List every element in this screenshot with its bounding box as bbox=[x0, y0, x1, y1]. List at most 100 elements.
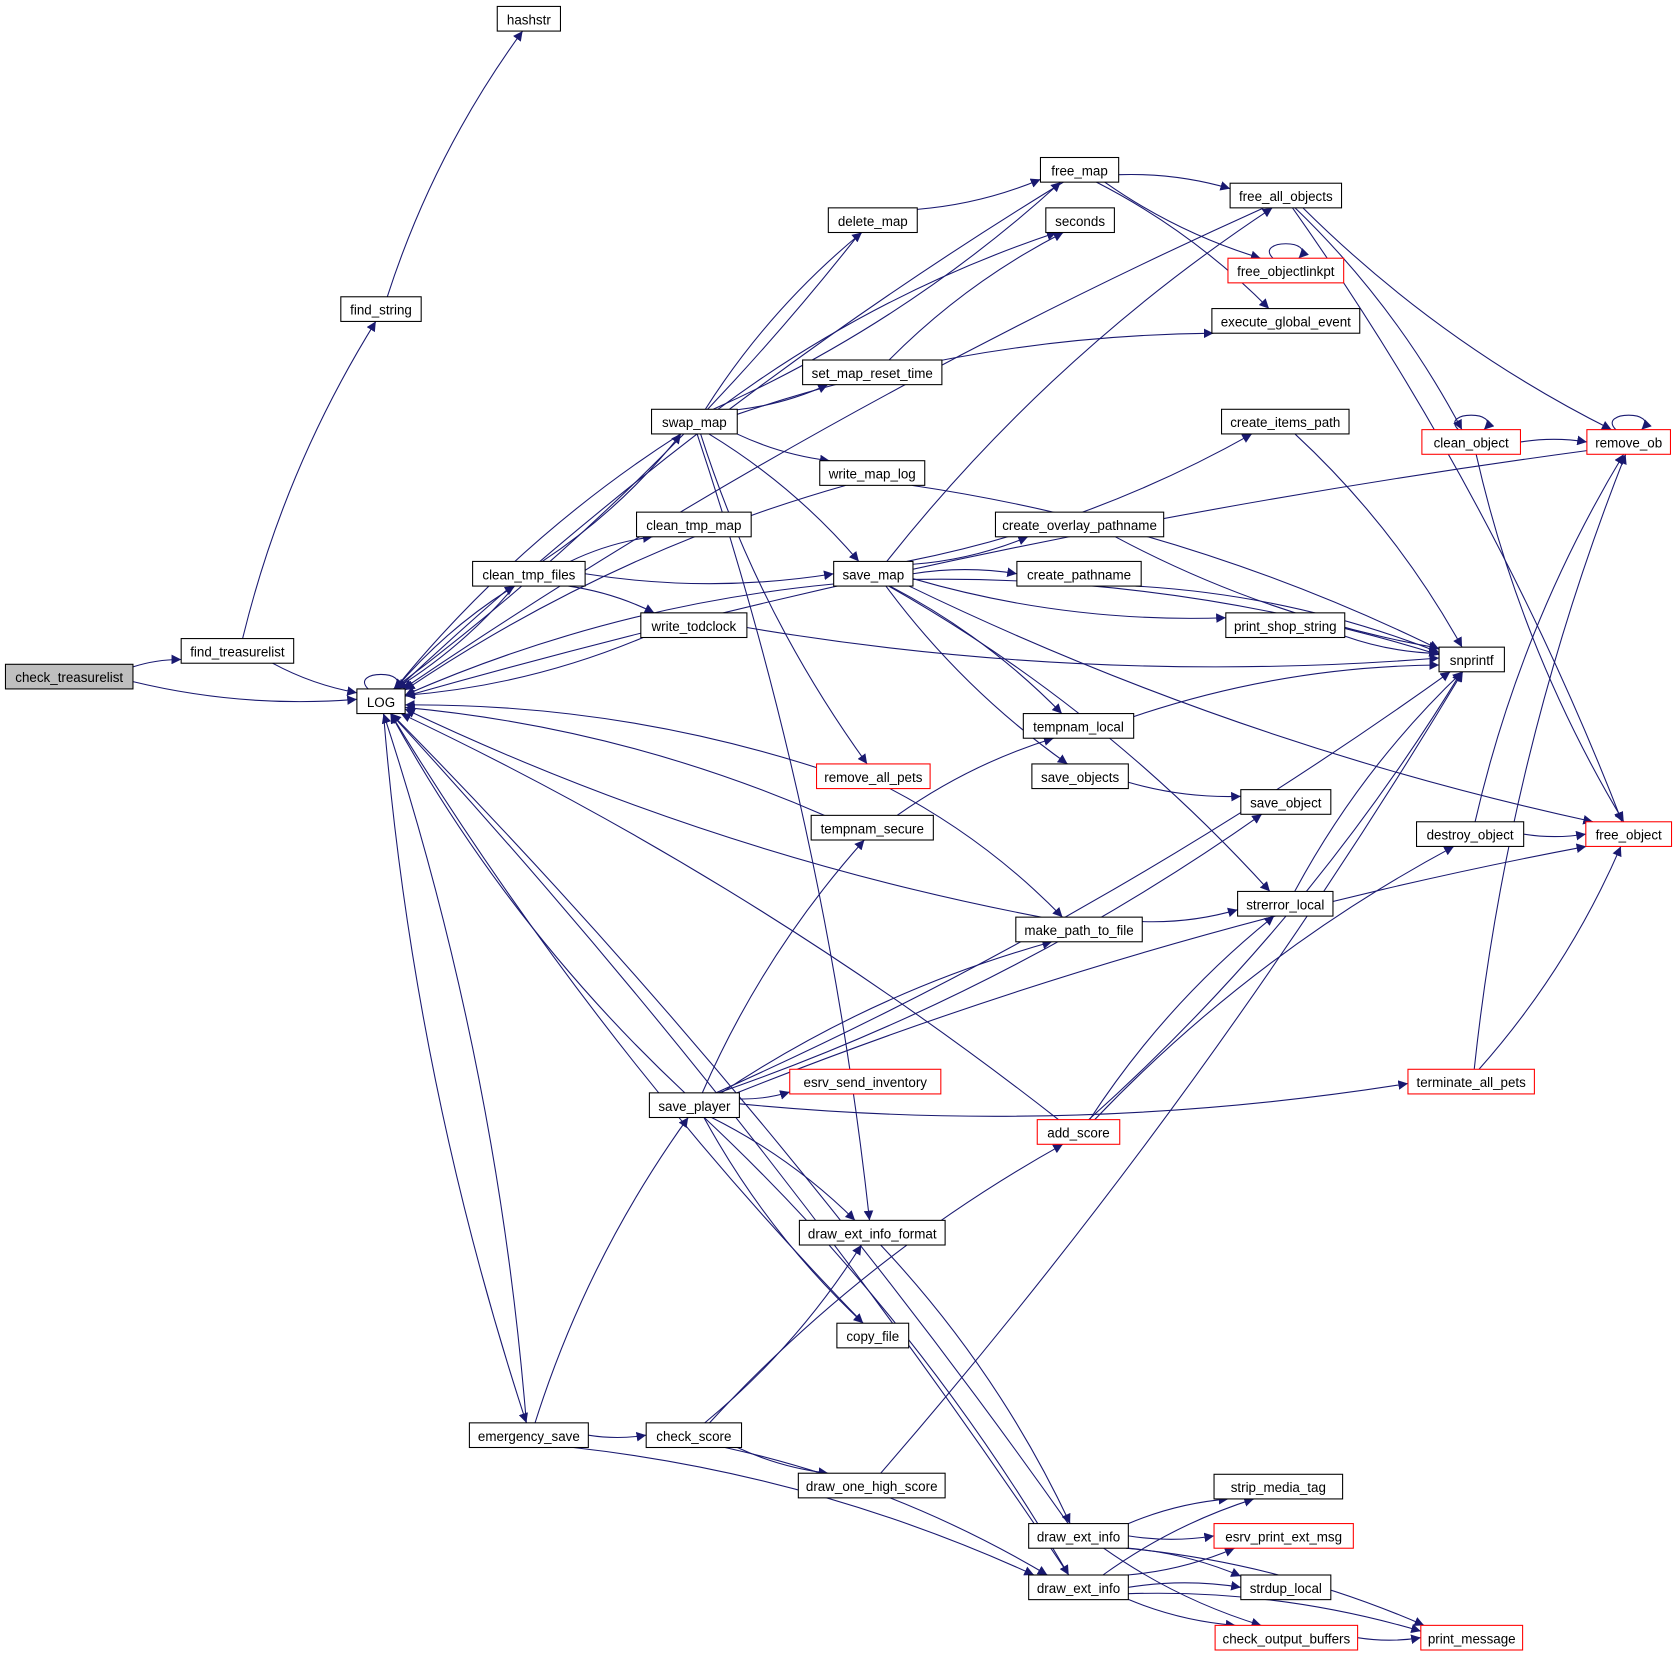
edge-emergency_save-to-draw_ext_info_2 bbox=[573, 1446, 1035, 1576]
node-execute_global_event[interactable]: execute_global_event bbox=[1211, 308, 1361, 334]
edge-draw_one_high_score-to-snprintf bbox=[880, 671, 1464, 1474]
node-free_all_objects[interactable]: free_all_objects bbox=[1229, 182, 1343, 209]
node-box bbox=[1240, 1574, 1332, 1601]
node-box bbox=[1237, 890, 1334, 917]
edge-tempnam_secure-to-tempnam_local bbox=[896, 736, 1054, 816]
node-draw_ext_info_format[interactable]: draw_ext_info_format bbox=[798, 1219, 946, 1246]
edge-swap_map-to-remove_all_pets bbox=[700, 433, 868, 765]
node-box bbox=[496, 5, 561, 32]
node-label: clean_tmp_map bbox=[646, 518, 741, 533]
edge-draw_ext_info_2-to-strip_media_tag bbox=[1102, 1497, 1255, 1576]
node-check_treasurelist[interactable]: check_treasurelist bbox=[4, 663, 134, 690]
edge-save_player-to-esrv_send_inventory bbox=[739, 1090, 790, 1100]
node-box bbox=[1028, 1574, 1129, 1601]
node-draw_ext_info_2[interactable]: draw_ext_info bbox=[1028, 1574, 1129, 1601]
node-box bbox=[1028, 1523, 1129, 1549]
node-label: strip_media_tag bbox=[1231, 1480, 1326, 1495]
edge-save_map-to-create_items_path bbox=[906, 433, 1253, 562]
node-label: draw_ext_info bbox=[1037, 1529, 1120, 1544]
edge-clean_object-to-free_object bbox=[1475, 454, 1625, 823]
node-box bbox=[1240, 789, 1332, 815]
node-add_score[interactable]: add_score bbox=[1036, 1119, 1121, 1145]
edge-free_map-to-free_all_objects bbox=[1118, 173, 1231, 191]
edge-set_map_reset_time-to-seconds bbox=[888, 232, 1064, 361]
node-label: print_shop_string bbox=[1234, 619, 1337, 634]
node-remove_all_pets[interactable]: remove_all_pets bbox=[816, 763, 931, 790]
node-esrv_print_ext_msg[interactable]: esrv_print_ext_msg bbox=[1213, 1523, 1354, 1549]
node-check_output_buffers[interactable]: check_output_buffers bbox=[1214, 1624, 1359, 1651]
node-print_shop_string[interactable]: print_shop_string bbox=[1225, 612, 1346, 639]
node-seconds[interactable]: seconds bbox=[1045, 207, 1115, 234]
edge-destroy_object-to-remove_ob bbox=[1474, 454, 1625, 822]
edge-check_output_buffers-to-print_message bbox=[1357, 1634, 1421, 1644]
node-check_score[interactable]: check_score bbox=[645, 1422, 743, 1449]
node-clean_object[interactable]: clean_object bbox=[1421, 429, 1521, 455]
node-label: check_score bbox=[656, 1429, 731, 1444]
node-label: esrv_print_ext_msg bbox=[1225, 1529, 1342, 1544]
node-set_map_reset_time[interactable]: set_map_reset_time bbox=[802, 359, 943, 386]
node-box bbox=[645, 1422, 743, 1449]
edge-make_path_to_file-to-strerror_local bbox=[1142, 907, 1238, 923]
edge-swap_map-to-free_map bbox=[713, 181, 1062, 410]
node-box bbox=[1213, 1473, 1344, 1500]
node-create_overlay_pathname[interactable]: create_overlay_pathname bbox=[994, 511, 1165, 538]
node-terminate_all_pets[interactable]: terminate_all_pets bbox=[1407, 1068, 1535, 1095]
edge-save_player-to-make_path_to_file bbox=[721, 939, 1053, 1094]
node-strerror_local[interactable]: strerror_local bbox=[1237, 890, 1334, 917]
node-clean_tmp_files[interactable]: clean_tmp_files bbox=[472, 560, 586, 587]
node-draw_ext_info_1[interactable]: draw_ext_info bbox=[1028, 1523, 1129, 1549]
node-box bbox=[1225, 612, 1346, 639]
node-write_todclock[interactable]: write_todclock bbox=[640, 612, 748, 639]
node-free_map[interactable]: free_map bbox=[1039, 156, 1120, 183]
node-box bbox=[1227, 257, 1345, 284]
node-remove_ob[interactable]: remove_ob bbox=[1586, 429, 1671, 455]
node-save_player[interactable]: save_player bbox=[648, 1092, 740, 1119]
edge-save_player-to-snprintf bbox=[715, 671, 1451, 1094]
node-save_map[interactable]: save_map bbox=[833, 560, 914, 587]
node-box bbox=[1229, 182, 1343, 209]
node-label: add_score bbox=[1047, 1126, 1109, 1141]
node-free_objectlinkpt[interactable]: free_objectlinkpt bbox=[1227, 257, 1345, 284]
node-clean_tmp_map[interactable]: clean_tmp_map bbox=[636, 511, 752, 538]
edge-LOG-to-emergency_save bbox=[382, 713, 528, 1424]
node-find_treasurelist[interactable]: find_treasurelist bbox=[180, 638, 295, 664]
node-free_object[interactable]: free_object bbox=[1585, 821, 1673, 847]
node-copy_file[interactable]: copy_file bbox=[836, 1322, 910, 1349]
node-hashstr[interactable]: hashstr bbox=[496, 5, 561, 32]
node-make_path_to_file[interactable]: make_path_to_file bbox=[1015, 916, 1143, 943]
node-strdup_local[interactable]: strdup_local bbox=[1240, 1574, 1332, 1601]
node-esrv_send_inventory[interactable]: esrv_send_inventory bbox=[789, 1068, 942, 1095]
node-create_pathname[interactable]: create_pathname bbox=[1016, 560, 1142, 587]
node-delete_map[interactable]: delete_map bbox=[827, 207, 918, 234]
node-snprintf[interactable]: snprintf bbox=[1438, 646, 1505, 673]
node-emergency_save[interactable]: emergency_save bbox=[468, 1422, 589, 1449]
edge-free_all_objects-to-LOG bbox=[402, 207, 1264, 690]
node-box bbox=[180, 638, 295, 664]
edge-swap_map-to-LOG bbox=[394, 433, 681, 690]
node-label: free_object bbox=[1596, 828, 1662, 843]
node-save_objects[interactable]: save_objects bbox=[1031, 763, 1129, 790]
node-write_map_log[interactable]: write_map_log bbox=[819, 460, 926, 486]
node-destroy_object[interactable]: destroy_object bbox=[1416, 821, 1525, 847]
node-label: free_all_objects bbox=[1239, 189, 1333, 204]
node-box bbox=[1211, 308, 1361, 334]
node-print_message[interactable]: print_message bbox=[1420, 1624, 1524, 1651]
edge-remove_all_pets-to-LOG bbox=[405, 700, 817, 769]
node-tempnam_local[interactable]: tempnam_local bbox=[1022, 713, 1135, 739]
node-save_object[interactable]: save_object bbox=[1240, 789, 1332, 815]
edge-save_map-to-save_objects bbox=[885, 585, 1068, 765]
node-LOG[interactable]: LOG bbox=[356, 688, 406, 715]
node-box bbox=[836, 1322, 910, 1349]
edge-draw_ext_info_2-to-check_output_buffers bbox=[1128, 1598, 1236, 1630]
node-label: create_overlay_pathname bbox=[1002, 518, 1157, 533]
node-tempnam_secure[interactable]: tempnam_secure bbox=[810, 814, 934, 841]
node-box bbox=[1420, 1624, 1524, 1651]
node-create_items_path[interactable]: create_items_path bbox=[1221, 408, 1350, 435]
node-box bbox=[1039, 156, 1120, 183]
edge-create_items_path-to-snprintf bbox=[1294, 433, 1463, 648]
node-label: terminate_all_pets bbox=[1417, 1075, 1527, 1090]
node-swap_map[interactable]: swap_map bbox=[651, 408, 738, 435]
node-strip_media_tag[interactable]: strip_media_tag bbox=[1213, 1473, 1344, 1500]
node-find_string[interactable]: find_string bbox=[340, 296, 422, 322]
node-draw_one_high_score[interactable]: draw_one_high_score bbox=[797, 1472, 946, 1499]
